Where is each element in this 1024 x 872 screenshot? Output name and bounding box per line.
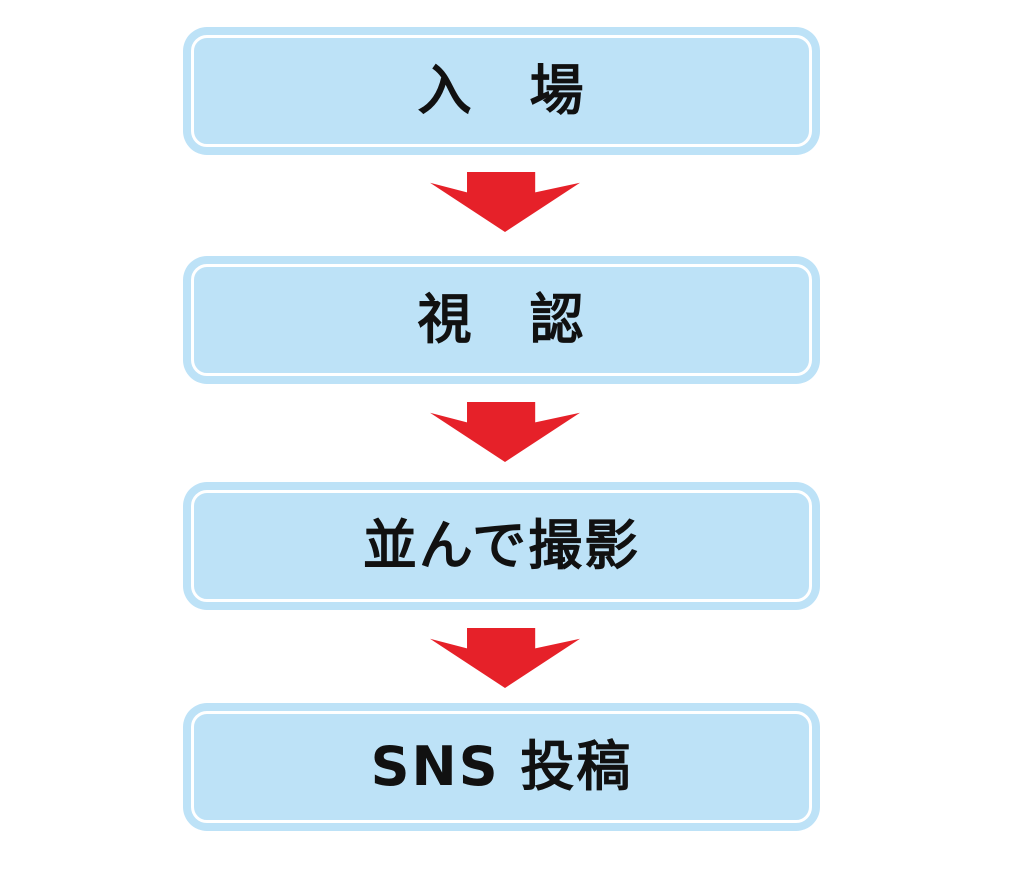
down-arrow-icon: [430, 402, 580, 462]
flow-step-line-up-photo: 並んで撮影: [183, 482, 820, 610]
flow-step-entry: 入 場: [183, 27, 820, 155]
down-arrow-icon: [430, 172, 580, 232]
flow-step-visual-check: 視 認: [183, 256, 820, 384]
down-arrow-shape: [430, 172, 580, 232]
down-arrow-shape: [430, 402, 580, 462]
flow-step-label: 入 場: [417, 59, 586, 122]
flow-step-label: 視 認: [417, 288, 586, 351]
flow-step-label: SNS 投稿: [370, 735, 633, 798]
down-arrow-shape: [430, 628, 580, 688]
flow-step-sns-post: SNS 投稿: [183, 703, 820, 831]
down-arrow-icon: [430, 628, 580, 688]
flow-step-label: 並んで撮影: [362, 514, 641, 577]
